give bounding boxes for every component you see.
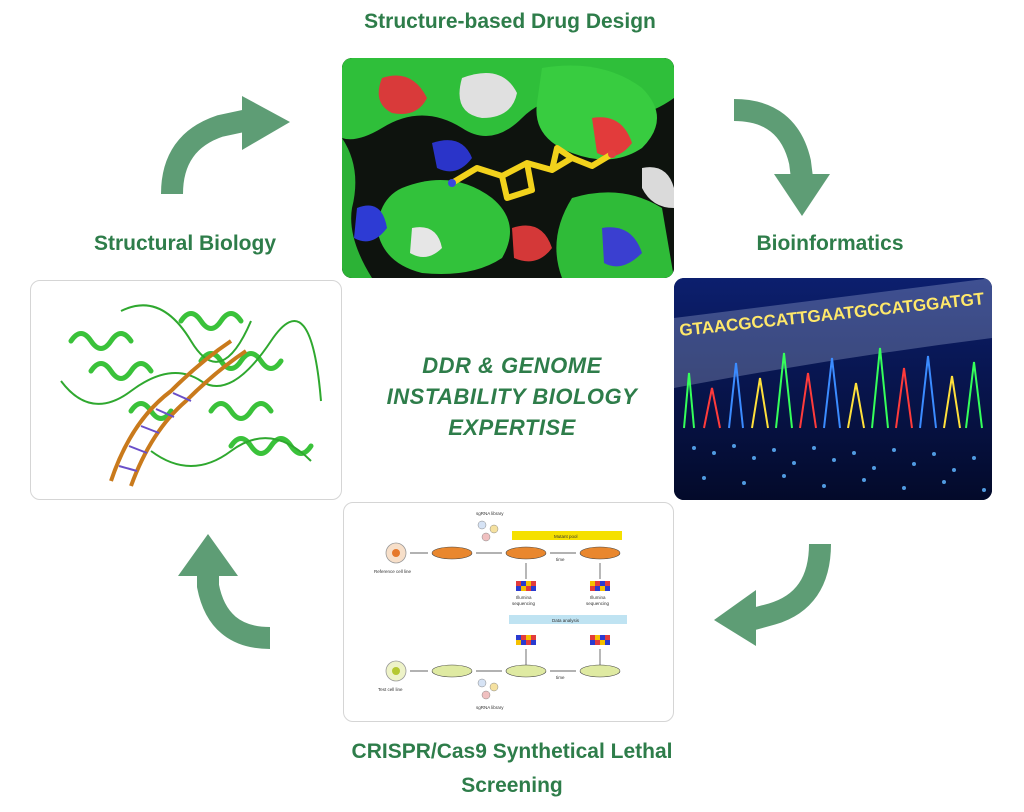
- arrow-bottom-left-icon: [178, 534, 271, 649]
- label-structure-based-drug-design: Structure-based Drug Design: [364, 10, 656, 33]
- label-crispr-screening-line2: Screening: [461, 774, 563, 797]
- illumina-1-label: Illumina: [516, 595, 532, 600]
- test-cell-line-label: Test cell line: [378, 687, 403, 692]
- label-bioinformatics: Bioinformatics: [756, 232, 904, 255]
- center-line-1: DDR & GENOME: [422, 353, 602, 378]
- time-bottom-label: time: [556, 675, 565, 680]
- label-crispr-screening-line1: CRISPR/Cas9 Synthetical Lethal: [351, 740, 673, 763]
- arrow-top-right-icon: [733, 99, 830, 216]
- illumina-2-label: Illumina: [590, 595, 606, 600]
- drug-design-image: [342, 58, 674, 278]
- structural-biology-image: [30, 280, 342, 500]
- bioinformatics-image: GTAACGCCATTGAATGCCATGGATGT: [674, 278, 992, 500]
- center-line-3: EXPERTISE: [448, 415, 576, 440]
- arrow-bottom-right-icon: [714, 543, 831, 646]
- arrow-top-left-icon: [161, 96, 290, 195]
- sgrna-library-top-label: sgRNA library: [476, 511, 504, 516]
- crispr-screening-image: Reference cell line sgRNA library Mutant…: [343, 502, 674, 722]
- mutant-pool-label: Mutant pool: [554, 534, 578, 539]
- sequencing-1-label: sequencing: [512, 601, 536, 606]
- data-analysis-label: Data analysis: [552, 618, 580, 623]
- sgrna-library-bottom-label: sgRNA library: [476, 705, 504, 710]
- center-line-2: INSTABILITY BIOLOGY: [386, 384, 638, 409]
- reference-cell-line-label: Reference cell line: [374, 569, 412, 574]
- time-top-label: time: [556, 557, 565, 562]
- sequencing-2-label: sequencing: [586, 601, 610, 606]
- label-structural-biology: Structural Biology: [93, 232, 277, 255]
- center-expertise-text: DDR & GENOME INSTABILITY BIOLOGY EXPERTI…: [352, 350, 672, 443]
